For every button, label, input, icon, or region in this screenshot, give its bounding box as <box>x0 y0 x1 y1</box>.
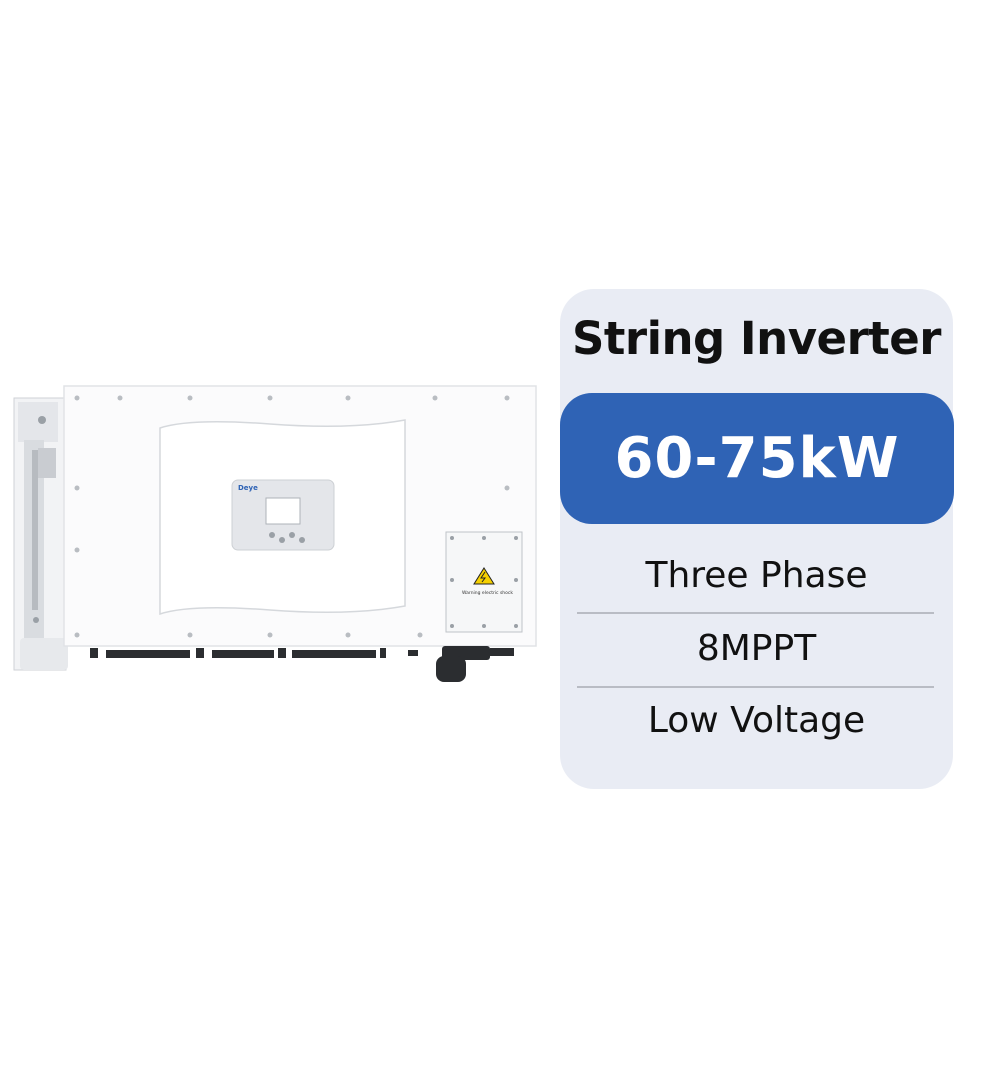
dc-connectors <box>90 648 418 658</box>
power-rating: 60-75kW <box>614 426 900 491</box>
spec-divider <box>577 686 934 688</box>
power-rating-badge: 60-75kW <box>560 393 954 524</box>
product-type-title: String Inverter <box>571 312 942 365</box>
ac-cable-gland <box>436 646 514 682</box>
spec-mppt: 8MPPT <box>696 628 817 669</box>
spec-voltage: Low Voltage <box>647 700 866 741</box>
mounting-bracket <box>13 397 68 671</box>
device-brand-label: Deye <box>238 484 258 492</box>
display-module: Deye <box>231 479 335 551</box>
inverter-image: Deye Warning electric shock <box>10 380 540 690</box>
spec-phase: Three Phase <box>645 555 868 596</box>
warning-label: Warning electric shock <box>462 590 513 596</box>
spec-card <box>560 289 953 789</box>
wiring-box: Warning electric shock <box>445 531 523 633</box>
spec-divider <box>577 612 934 614</box>
